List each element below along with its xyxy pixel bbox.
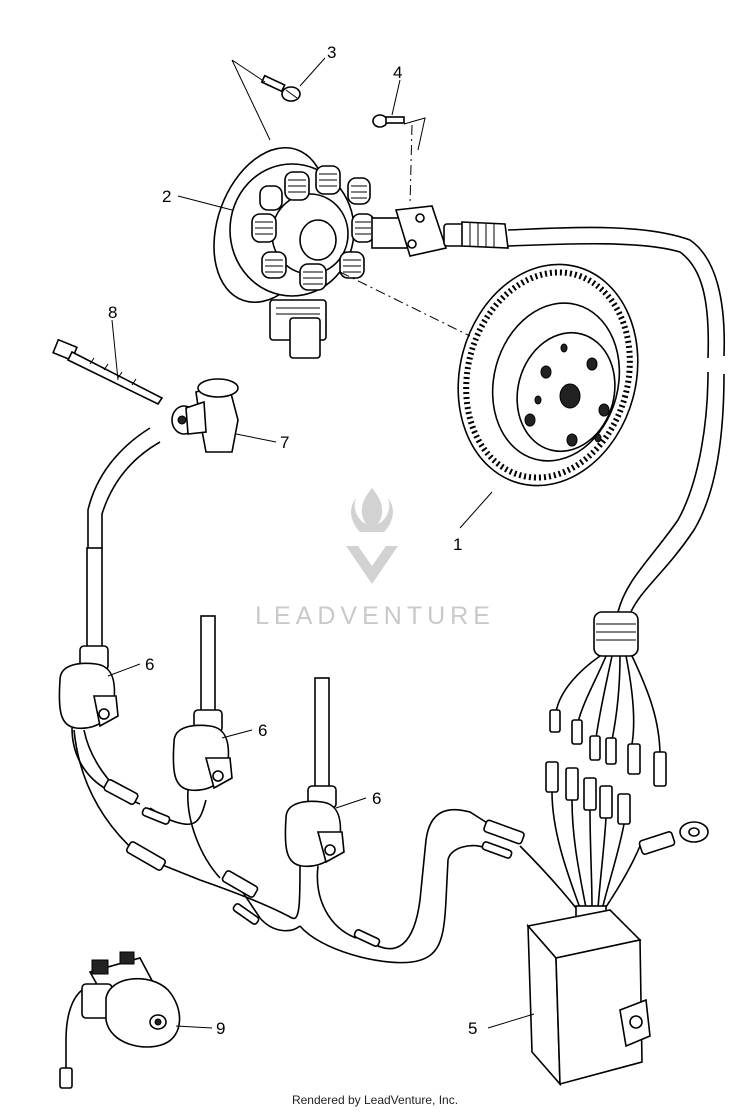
ignition-coil-2	[172, 615, 233, 791]
leader-3-bracket	[231, 59, 271, 141]
wire-harness	[519, 611, 709, 911]
screw-4-axis	[409, 124, 413, 206]
watermark-text: LEADVENTURE	[255, 602, 495, 630]
callout-6b: 6	[258, 721, 267, 740]
cable-tie	[52, 338, 164, 406]
callout-8: 8	[108, 303, 117, 322]
leader-6a	[107, 663, 141, 677]
leader-1	[459, 491, 493, 529]
stator-cable-lower	[617, 371, 725, 615]
leader-5	[487, 1013, 535, 1029]
callout-7: 7	[280, 433, 289, 452]
flywheel-axis	[339, 271, 471, 337]
leader-4	[391, 79, 401, 116]
leader-8	[111, 319, 119, 381]
leader-2	[177, 195, 233, 211]
leader-6b	[221, 729, 253, 739]
flywheel	[457, 263, 639, 487]
watermark-logo	[346, 488, 398, 584]
callout-4: 4	[393, 63, 402, 82]
callout-2: 2	[162, 187, 171, 206]
cdi-unit	[526, 905, 651, 1087]
leader-9	[175, 1025, 213, 1029]
leader-3	[299, 57, 326, 87]
callout-6a: 6	[145, 655, 154, 674]
starter-relay	[59, 951, 181, 1089]
callout-6c: 6	[372, 789, 381, 808]
callout-1: 1	[453, 535, 462, 554]
ignition-coil-1	[58, 547, 119, 729]
footer-credit: Rendered by LeadVenture, Inc.	[291, 1093, 459, 1107]
stator-assembly	[213, 146, 509, 359]
callout-9: 9	[216, 1019, 225, 1038]
stator-cable	[507, 226, 726, 359]
inline-connectors	[103, 778, 525, 947]
callout-5: 5	[468, 1019, 477, 1038]
leader-7	[235, 433, 277, 443]
screw-3	[260, 74, 301, 102]
screw-4	[372, 114, 405, 128]
plug-lead	[87, 427, 161, 548]
leader-6c	[335, 797, 367, 809]
leader-4-bracket	[403, 117, 426, 151]
callout-3: 3	[327, 43, 336, 62]
spark-plug-cap	[171, 378, 239, 453]
ignition-coil-3	[284, 677, 345, 867]
